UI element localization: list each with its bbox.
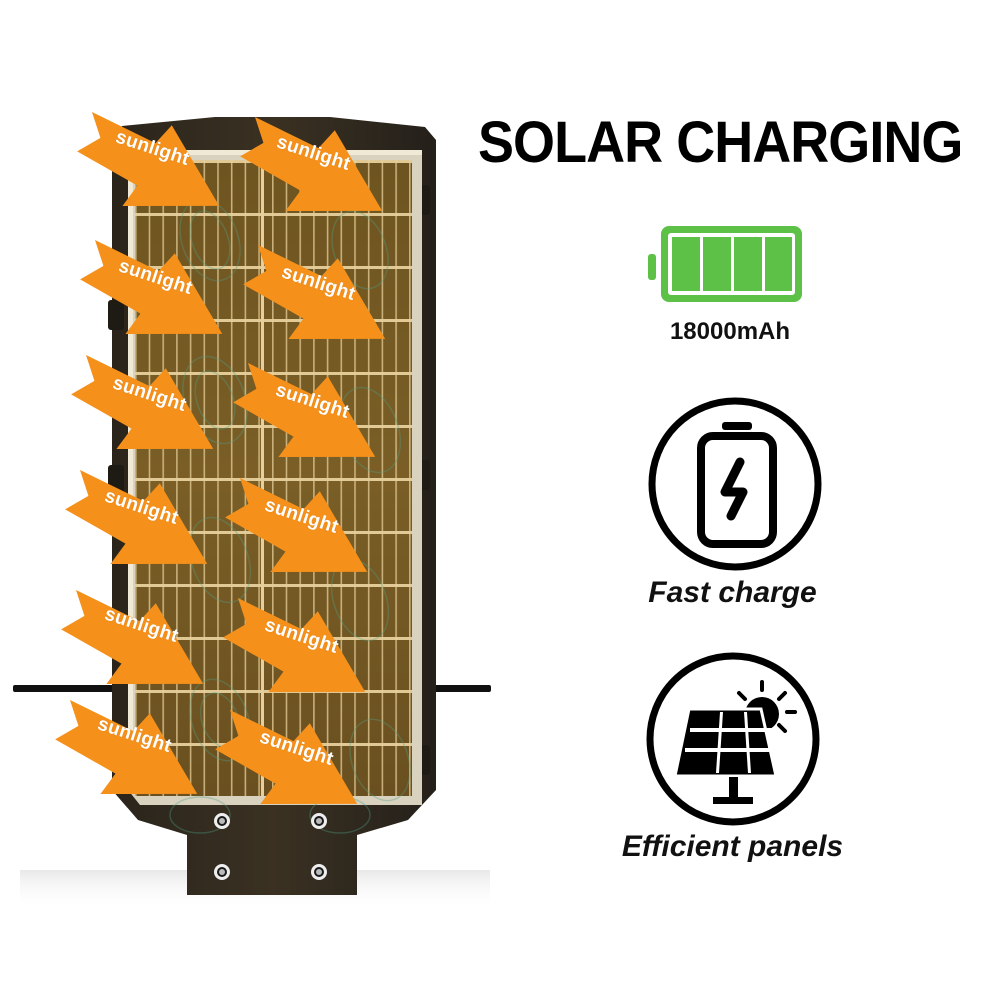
page-title: SOLAR CHARGING — [478, 110, 963, 175]
efficient-panels-label: Efficient panels — [621, 830, 844, 863]
solar-lamp-illustration — [13, 112, 491, 910]
screws — [214, 813, 327, 880]
fast-charge-battery-icon — [648, 397, 822, 571]
battery-full-icon — [648, 226, 802, 302]
battery-capacity-label: 18000mAh — [669, 318, 791, 345]
fast-charge-label: Fast charge — [648, 576, 817, 609]
solar-panel-sun-icon — [646, 652, 820, 826]
